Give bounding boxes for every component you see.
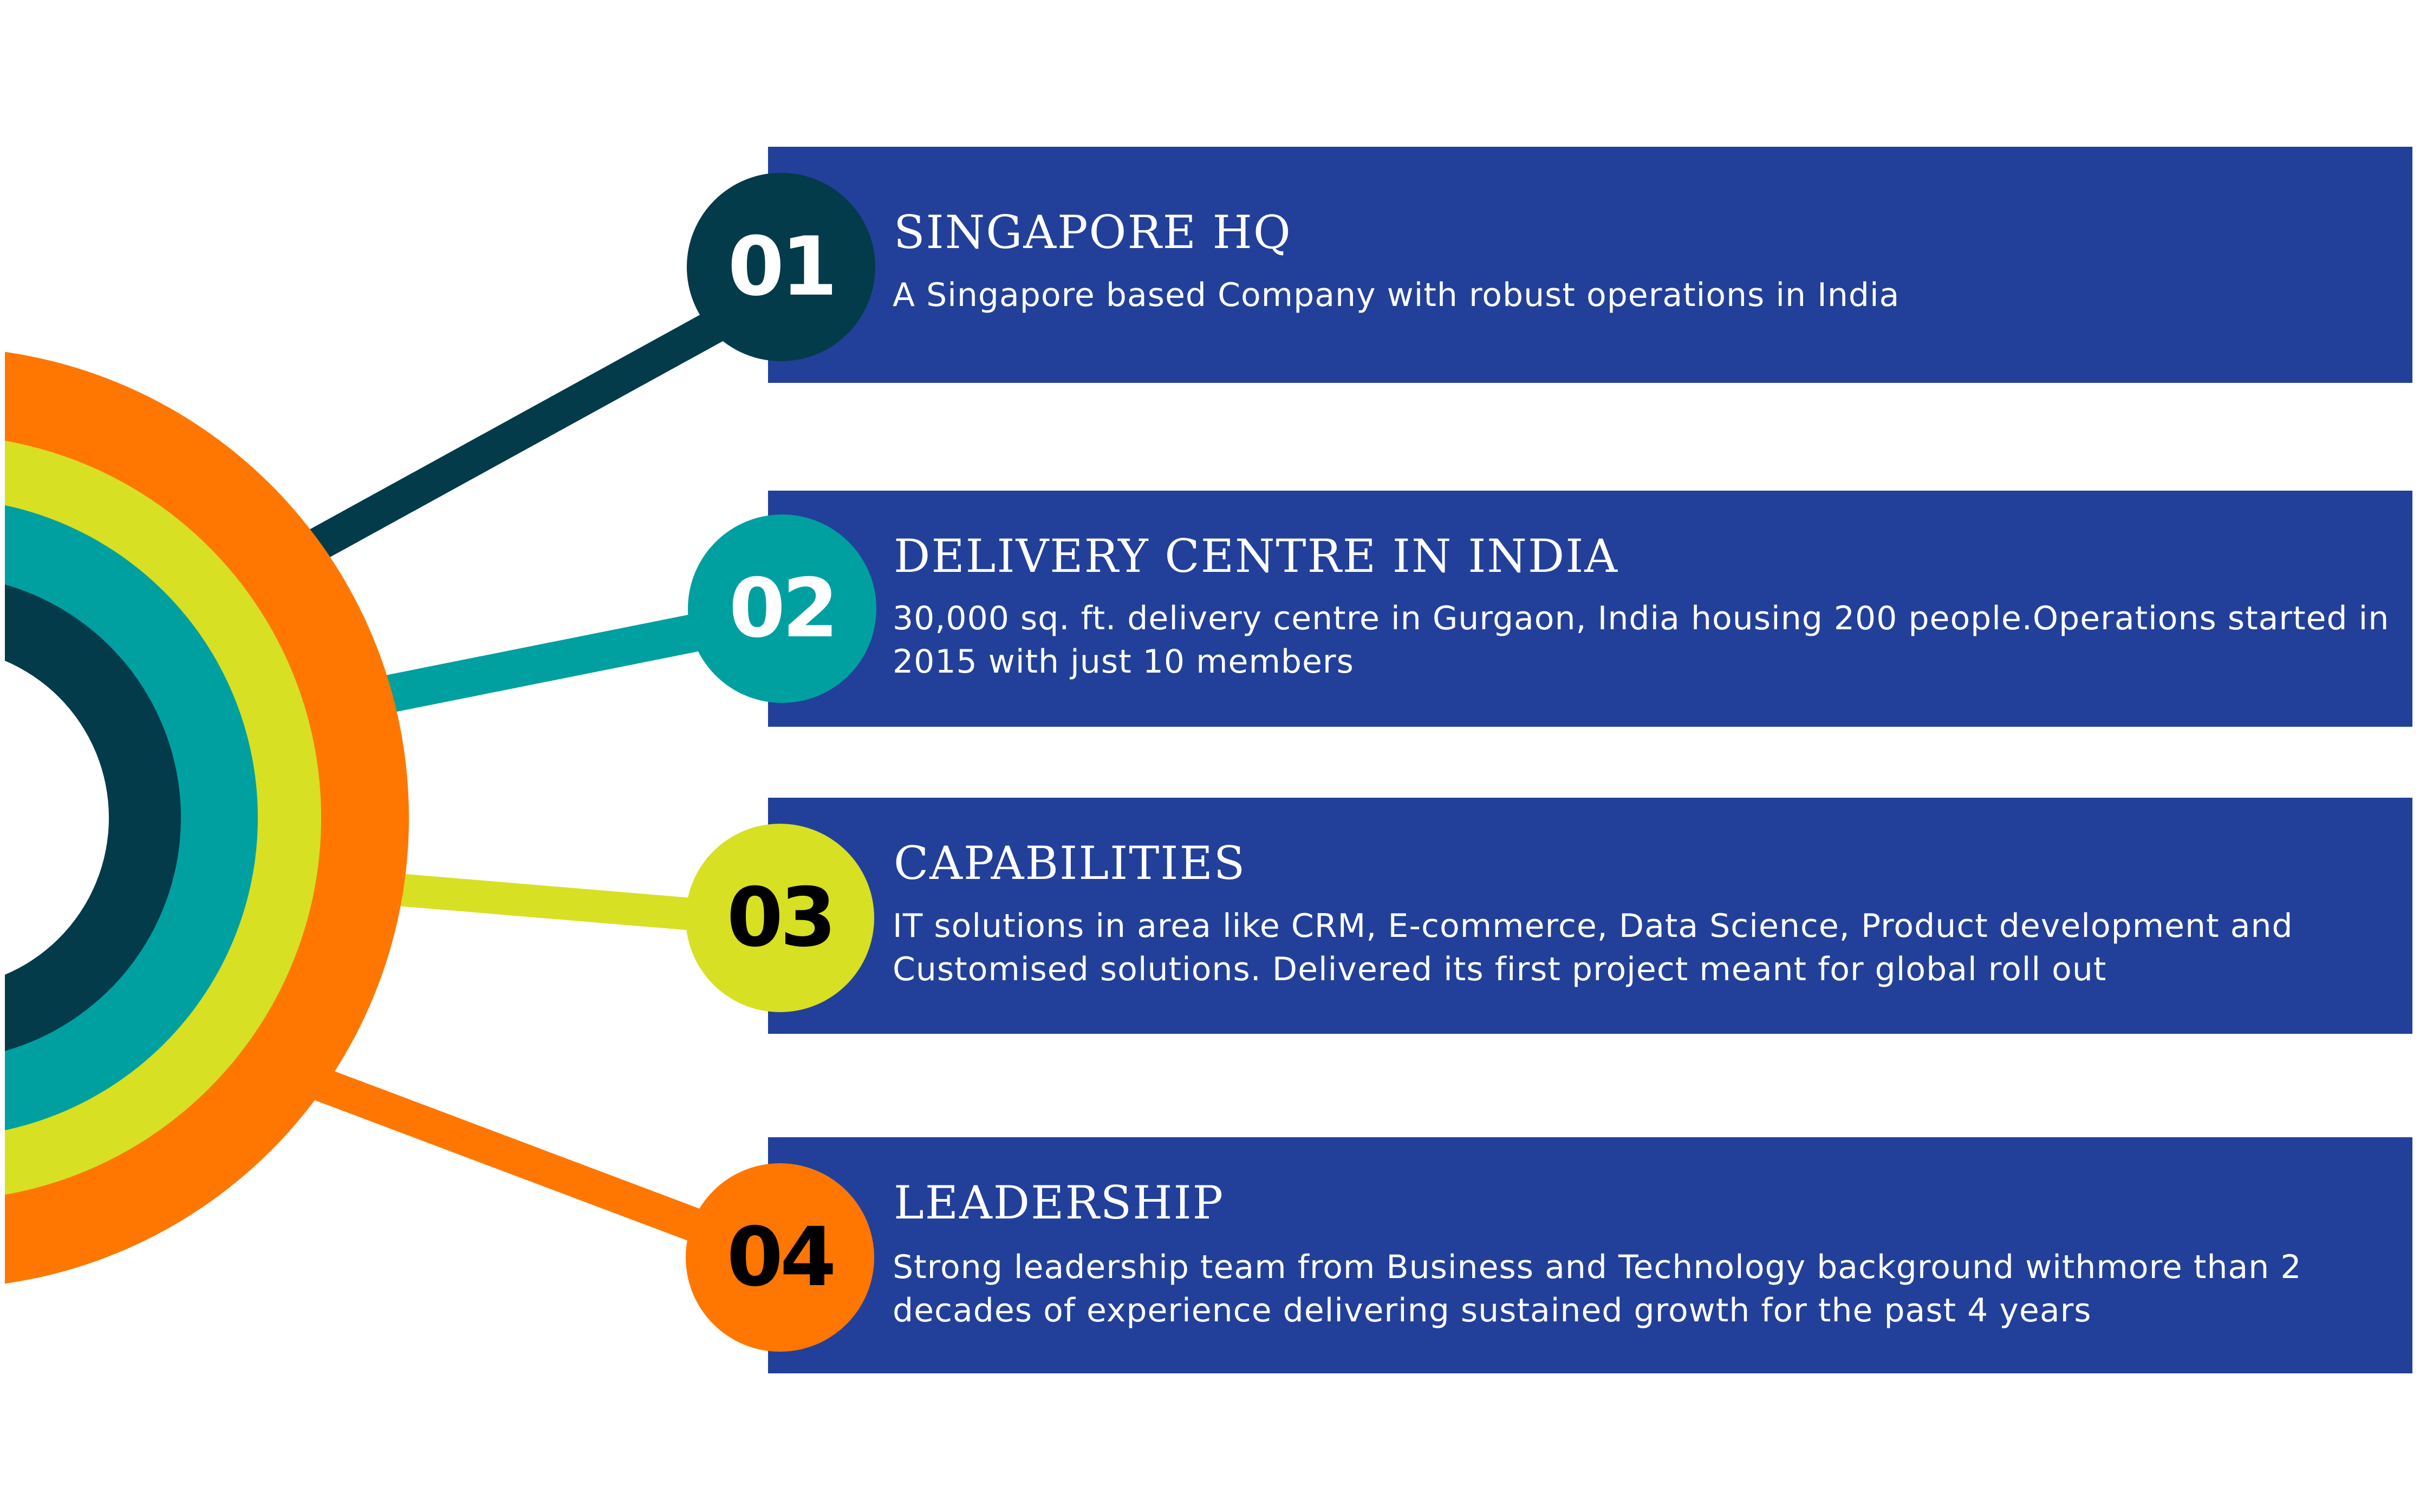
number-badge-04: 04 (686, 1163, 874, 1352)
item-title: SINGAPORE HQ (894, 206, 1292, 259)
item-description: IT solutions in area like CRM, E-commerc… (893, 907, 2293, 988)
connector-line-04 (297, 1061, 727, 1251)
connector-line-03 (378, 872, 706, 931)
number-badge-01: 01 (687, 173, 875, 361)
item-description: A Singapore based Company with robust op… (893, 276, 1900, 314)
number-badge-02: 02 (688, 514, 876, 703)
connector-line-01 (295, 299, 745, 568)
item-description: Strong leadership team from Business and… (893, 1248, 2302, 1329)
panel-singapore-hq (768, 147, 2412, 383)
panel-delivery-centre (768, 491, 2412, 727)
item-description: 30,000 sq. ft. delivery centre in Gurgao… (893, 599, 2390, 681)
item-title: CAPABILITIES (894, 837, 1246, 890)
panel-leadership (768, 1137, 2412, 1373)
number-badge-03: 03 (686, 824, 874, 1012)
item-title: DELIVERY CENTRE IN INDIA (894, 530, 1619, 583)
connector-line-02 (375, 612, 708, 715)
arc-center-hole (0, 659, 109, 977)
panel-capabilities (768, 798, 2412, 1034)
item-title: LEADERSHIP (894, 1176, 1225, 1229)
